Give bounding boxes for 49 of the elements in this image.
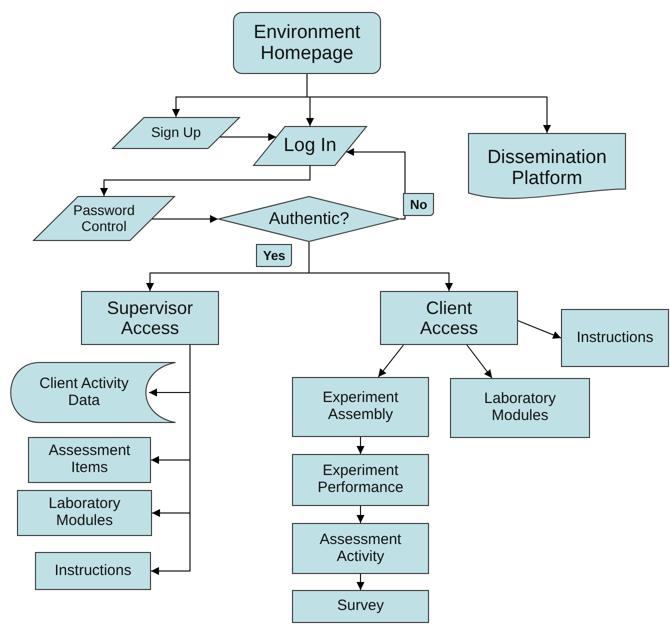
connector-arrow (150, 344, 190, 575)
connector-arrow (378, 344, 404, 378)
connector-arrow (356, 574, 364, 590)
stored-data-shape (10, 362, 176, 423)
process-box (292, 377, 429, 437)
node-label: Instructions (54, 562, 132, 580)
process-box (35, 552, 151, 590)
process-box (81, 291, 219, 345)
connector-arrow (100, 166, 310, 196)
node-label: Survey (336, 598, 385, 615)
process-box (28, 437, 151, 483)
connector-arrow (220, 133, 277, 141)
node-label: Experiment Assembly (322, 390, 400, 424)
node-label: Assessment Activity (318, 532, 402, 566)
node-label: Sign Up (150, 125, 202, 141)
input-parallelogram (33, 196, 175, 241)
connector-arrow (466, 344, 492, 378)
node-label: Supervisor Access (106, 298, 194, 338)
decision-diamond (218, 196, 400, 242)
process-box (380, 291, 518, 345)
node-label: Laboratory Modules (483, 391, 557, 425)
node-label: Log In (282, 135, 338, 157)
process-box (561, 309, 669, 367)
node-label: Password Control (72, 202, 136, 234)
node-label: Laboratory Modules (48, 496, 122, 530)
input-parallelogram (112, 117, 240, 149)
node-label: Client Activity Data (38, 376, 130, 410)
process-box (292, 454, 429, 506)
connector-arrow (356, 436, 364, 454)
process-box (450, 378, 590, 438)
process-box (292, 523, 429, 574)
connector-arrow (356, 506, 364, 524)
node-label: Authentic? (268, 209, 350, 229)
process-box (17, 490, 152, 536)
connector-arrow (152, 215, 218, 223)
edge-label: Yes (256, 244, 292, 267)
edge-label: No (403, 193, 434, 216)
node-label: Experiment Performance (316, 463, 404, 497)
node-label: Dissemination Platform (486, 146, 608, 190)
node-label: Instructions (576, 330, 654, 346)
node-label: Environment Homepage (252, 22, 362, 64)
connector-arrow (306, 74, 551, 134)
connector-arrow (518, 320, 562, 339)
process-box (292, 590, 429, 623)
input-parallelogram (253, 126, 367, 166)
node-label: Assessment Items (48, 443, 132, 477)
connector-arrow (308, 242, 453, 292)
terminator-box (233, 12, 381, 74)
node-label: Client Access (418, 298, 480, 338)
